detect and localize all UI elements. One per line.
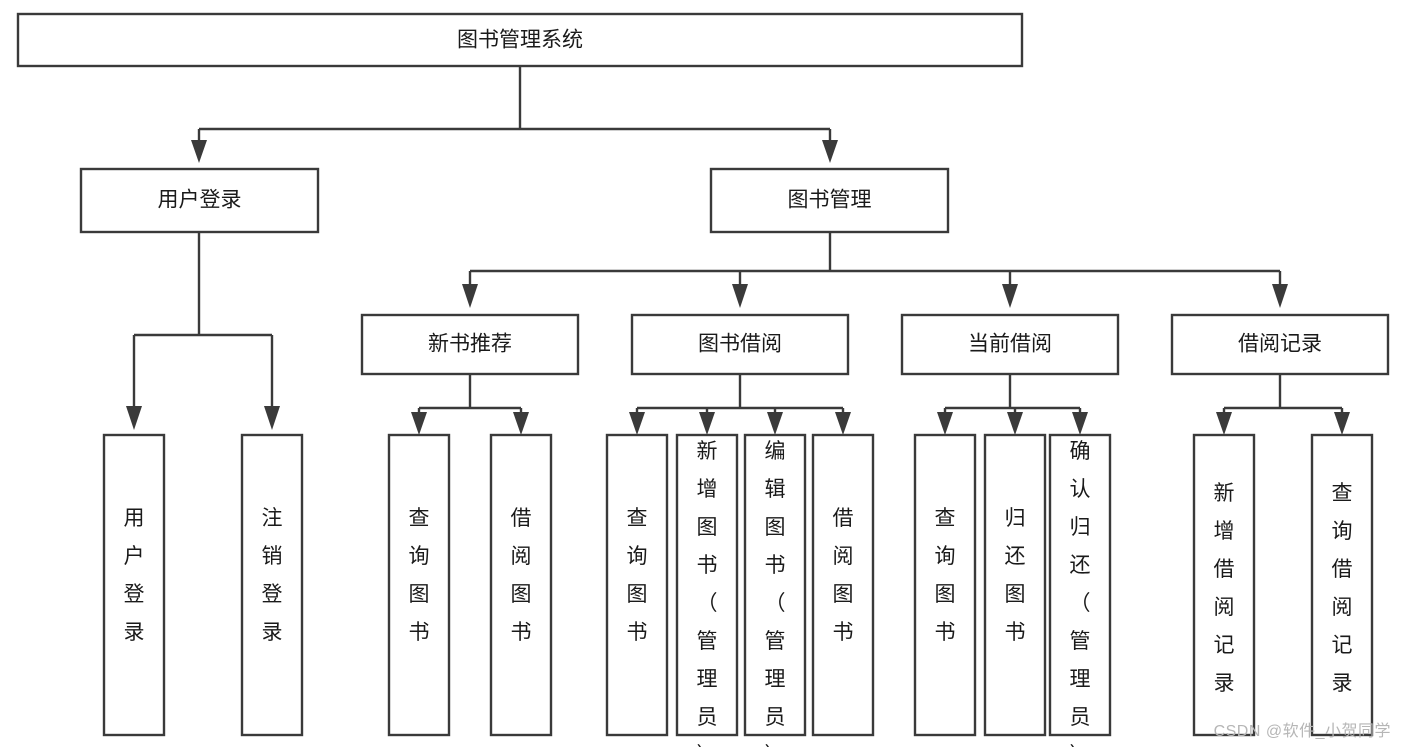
node-new-book-recommend-label: 新书推荐 xyxy=(428,333,512,356)
node-leaf-user-logout-box[interactable] xyxy=(240,433,304,737)
node-user-login-box[interactable] xyxy=(79,167,320,234)
node-leaf-return-book[interactable]: 归还图书 xyxy=(983,433,1047,737)
node-leaf-borrow-book-2[interactable]: 借阅图书 xyxy=(811,433,875,737)
node-leaf-user-logout[interactable]: 注销登录 xyxy=(240,433,304,737)
node-leaf-user-login-box[interactable] xyxy=(102,433,166,737)
node-leaf-add-book-box[interactable] xyxy=(675,433,739,737)
connector-group-current-borrow xyxy=(937,374,1088,435)
node-leaf-edit-book[interactable]: 编辑图书（管理员） xyxy=(743,433,807,747)
arrow-head-leaf-user-login xyxy=(126,406,142,430)
node-current-borrow-box[interactable] xyxy=(900,313,1120,376)
node-leaf-query-book-1-box[interactable] xyxy=(387,433,451,737)
node-current-borrow[interactable]: 当前借阅 xyxy=(900,313,1120,376)
node-book-borrow-label: 图书借阅 xyxy=(698,333,782,356)
node-leaf-borrow-book-1[interactable]: 借阅图书 xyxy=(489,433,553,737)
csdn-watermark: CSDN @软件_小贺同学 xyxy=(1213,723,1391,740)
node-leaf-query-book-1-label: 查询图书 xyxy=(409,507,430,644)
arrow-head-leaf-edit-book xyxy=(767,412,783,435)
node-book-borrow[interactable]: 图书借阅 xyxy=(630,313,850,376)
connector-group-borrow-record xyxy=(1216,374,1350,435)
arrow-head-leaf-borrow-book-1 xyxy=(513,412,529,435)
arrow-head-leaf-confirm-return xyxy=(1072,412,1088,435)
node-new-book-recommend-box[interactable] xyxy=(360,313,580,376)
node-leaf-query-book-2[interactable]: 查询图书 xyxy=(605,433,669,737)
node-leaf-edit-book-label: 编辑图书（管理员） xyxy=(765,440,786,747)
node-leaf-query-book-3-box[interactable] xyxy=(913,433,977,737)
node-book-management-label: 图书管理 xyxy=(788,189,872,212)
node-leaf-query-book-2-label: 查询图书 xyxy=(627,507,648,644)
node-new-book-recommend[interactable]: 新书推荐 xyxy=(360,313,580,376)
node-leaf-user-login[interactable]: 用户登录 xyxy=(102,433,166,737)
arrow-head-user-login xyxy=(191,140,207,163)
node-leaf-user-login-label: 用户登录 xyxy=(124,507,145,644)
arrow-head-book-borrow xyxy=(732,284,748,308)
arrow-head-new-book-recommend xyxy=(462,284,478,308)
arrow-head-borrow-record xyxy=(1272,284,1288,308)
connector-group-root xyxy=(191,66,838,163)
node-leaf-add-book-label: 新增图书（管理员） xyxy=(697,440,718,747)
arrow-head-leaf-borrow-book-2 xyxy=(835,412,851,435)
arrow-head-leaf-user-logout xyxy=(264,406,280,430)
connector-group-user-login xyxy=(126,232,280,430)
node-borrow-record[interactable]: 借阅记录 xyxy=(1170,313,1390,376)
node-user-login-label: 用户登录 xyxy=(158,189,242,212)
node-root-label: 图书管理系统 xyxy=(457,29,583,52)
connector-group-book-management xyxy=(462,232,1288,308)
node-leaf-user-logout-label: 注销登录 xyxy=(262,507,283,644)
arrow-head-leaf-return-book xyxy=(1007,412,1023,435)
arrow-head-leaf-query-book-1 xyxy=(411,412,427,435)
node-book-management-box[interactable] xyxy=(709,167,950,234)
node-borrow-record-box[interactable] xyxy=(1170,313,1390,376)
node-leaf-confirm-return-box[interactable] xyxy=(1048,433,1112,737)
node-borrow-record-label: 借阅记录 xyxy=(1238,333,1322,356)
node-leaf-return-book-box[interactable] xyxy=(983,433,1047,737)
node-leaf-borrow-book-1-label: 借阅图书 xyxy=(511,507,532,644)
node-leaf-add-record-box[interactable] xyxy=(1192,433,1256,737)
node-leaf-edit-book-box[interactable] xyxy=(743,433,807,737)
node-leaf-borrow-book-2-box[interactable] xyxy=(811,433,875,737)
node-leaf-borrow-book-1-box[interactable] xyxy=(489,433,553,737)
arrow-head-leaf-add-book xyxy=(699,412,715,435)
node-leaf-confirm-return-label: 确认归还（管理员） xyxy=(1070,440,1091,747)
node-book-management[interactable]: 图书管理 xyxy=(709,167,950,234)
node-leaf-add-record[interactable]: 新增借阅记录 xyxy=(1192,433,1256,737)
node-root-box[interactable] xyxy=(16,12,1024,68)
node-leaf-query-book-1[interactable]: 查询图书 xyxy=(387,433,451,737)
arrow-head-leaf-query-book-2 xyxy=(629,412,645,435)
arrow-head-current-borrow xyxy=(1002,284,1018,308)
node-leaf-return-book-label: 归还图书 xyxy=(1005,507,1026,644)
node-leaf-query-record-box[interactable] xyxy=(1310,433,1374,737)
arrow-head-leaf-add-record xyxy=(1216,412,1232,435)
node-leaf-query-book-3[interactable]: 查询图书 xyxy=(913,433,977,737)
node-root[interactable]: 图书管理系统 xyxy=(16,12,1024,68)
node-current-borrow-label: 当前借阅 xyxy=(968,333,1052,356)
connector-group-book-borrow xyxy=(629,374,851,435)
arrow-head-leaf-query-book-3 xyxy=(937,412,953,435)
node-leaf-borrow-book-2-label: 借阅图书 xyxy=(833,507,854,644)
node-leaf-query-book-3-label: 查询图书 xyxy=(935,507,956,644)
node-leaf-add-book[interactable]: 新增图书（管理员） xyxy=(675,433,739,747)
connector-group-new-book-recommend xyxy=(411,374,529,435)
node-leaf-add-record-label: 新增借阅记录 xyxy=(1214,482,1235,695)
node-book-borrow-box[interactable] xyxy=(630,313,850,376)
node-leaf-query-record[interactable]: 查询借阅记录 xyxy=(1310,433,1374,737)
arrow-head-book-management xyxy=(822,140,838,163)
arrow-head-leaf-query-record xyxy=(1334,412,1350,435)
node-leaf-query-record-label: 查询借阅记录 xyxy=(1332,482,1353,695)
node-leaf-confirm-return[interactable]: 确认归还（管理员） xyxy=(1048,433,1112,747)
node-user-login[interactable]: 用户登录 xyxy=(79,167,320,234)
node-leaf-query-book-2-box[interactable] xyxy=(605,433,669,737)
